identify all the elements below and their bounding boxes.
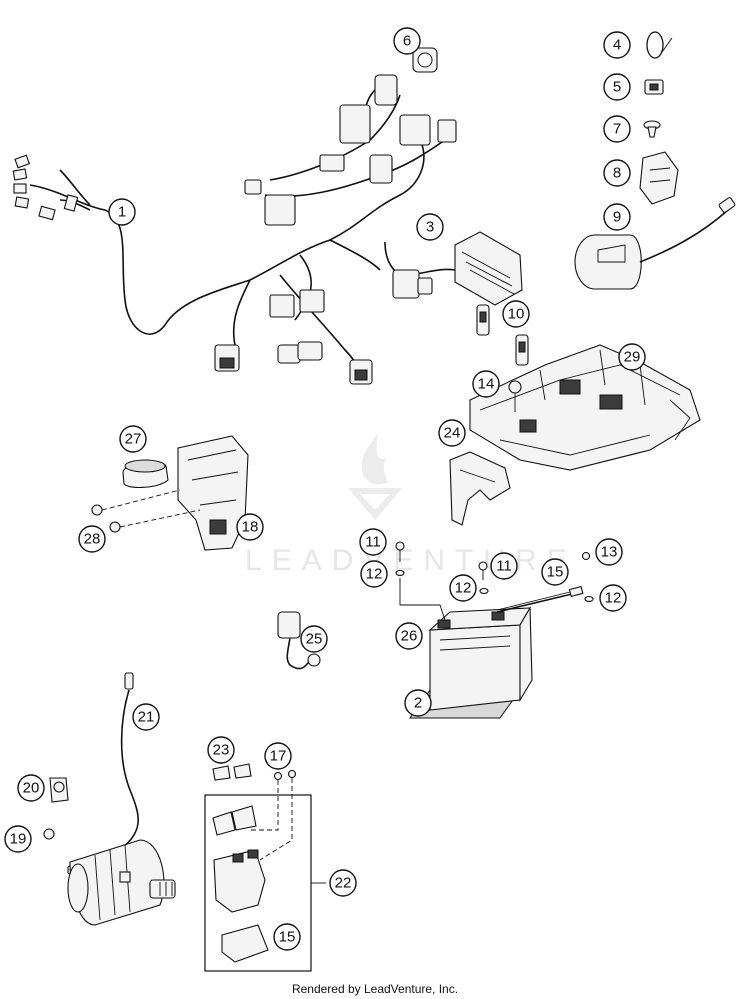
battery-tray (469, 344, 701, 471)
nut-19 (43, 828, 55, 840)
callout-15: 15 (273, 923, 301, 951)
svg-text:1: 1 (118, 204, 126, 221)
svg-text:24: 24 (444, 425, 461, 442)
svg-text:29: 29 (624, 349, 641, 366)
svg-text:10: 10 (508, 306, 525, 323)
callout-6: 6 (393, 27, 421, 55)
expanding-rivet (643, 120, 661, 138)
fuse-inserts (212, 763, 252, 781)
footer-credit: Rendered by LeadVenture, Inc. (291, 982, 459, 996)
svg-text:3: 3 (426, 219, 434, 236)
svg-text:11: 11 (365, 534, 381, 551)
svg-text:23: 23 (213, 742, 230, 759)
callout-25: 25 (300, 625, 328, 653)
callout-12c: 12 (599, 584, 627, 612)
callout-2: 2 (404, 689, 432, 717)
cable-tie (646, 31, 673, 59)
svg-text:27: 27 (125, 431, 142, 448)
svg-text:18: 18 (242, 519, 259, 536)
connector-6 (412, 47, 438, 73)
screws-17 (250, 769, 297, 861)
svg-text:8: 8 (613, 165, 621, 182)
callout-14: 14 (472, 370, 500, 398)
svg-text:5: 5 (613, 79, 621, 96)
screws-28 (91, 489, 201, 533)
callout-9: 9 (603, 203, 631, 231)
svg-text:19: 19 (10, 831, 27, 848)
svg-text:13: 13 (601, 544, 618, 561)
callout-11b: 11 (490, 552, 518, 580)
watermark-text: LEADVENTURE (245, 544, 577, 577)
sensor-25 (277, 611, 321, 670)
battery-bracket (449, 451, 511, 526)
callout-13: 13 (595, 538, 623, 566)
callout-5: 5 (603, 73, 631, 101)
callout-26: 26 (395, 622, 423, 650)
callout-28: 28 (78, 525, 106, 553)
callout-29: 29 (618, 343, 646, 371)
nut-20 (49, 777, 69, 803)
wiring-harness (12, 74, 457, 385)
fuse-box (122, 459, 169, 489)
callout-22: 22 (329, 869, 357, 897)
callout-20: 20 (17, 774, 45, 802)
svg-text:12: 12 (455, 580, 472, 597)
svg-text:15: 15 (279, 929, 296, 946)
starter-motor (67, 839, 176, 926)
callout-7: 7 (603, 115, 631, 143)
connector-cover (639, 151, 679, 205)
svg-text:25: 25 (306, 631, 323, 648)
callout-1: 1 (108, 198, 136, 226)
callout-23: 23 (207, 736, 235, 764)
callout-17: 17 (264, 742, 292, 770)
svg-text:28: 28 (84, 531, 101, 548)
callout-3: 3 (416, 213, 444, 241)
svg-text:22: 22 (335, 875, 352, 892)
callout-21: 21 (132, 703, 160, 731)
horn-unit (574, 197, 736, 290)
svg-text:15: 15 (547, 564, 564, 581)
callout-11a: 11 (359, 528, 387, 556)
svg-text:21: 21 (138, 709, 155, 726)
svg-text:7: 7 (613, 121, 621, 138)
callout-18: 18 (236, 513, 264, 541)
svg-text:17: 17 (270, 748, 287, 765)
callout-24: 24 (438, 419, 466, 447)
battery-hardware (395, 541, 594, 621)
svg-text:4: 4 (613, 37, 621, 54)
callout-27: 27 (119, 425, 147, 453)
battery (409, 606, 533, 719)
voltage-regulator (384, 231, 523, 306)
svg-text:26: 26 (401, 628, 418, 645)
callout-8: 8 (603, 159, 631, 187)
callout-4: 4 (603, 31, 631, 59)
callout-16: 15 (541, 558, 569, 586)
starter-relay-group (204, 794, 326, 972)
callout-10: 10 (502, 300, 530, 328)
svg-text:2: 2 (414, 695, 422, 712)
clip (644, 79, 664, 95)
svg-text:9: 9 (613, 209, 621, 226)
svg-text:12: 12 (605, 590, 622, 607)
svg-text:6: 6 (403, 33, 411, 50)
callout-12b: 12 (449, 574, 477, 602)
holder-bracket (177, 435, 249, 551)
svg-text:11: 11 (496, 558, 512, 575)
callout-19: 19 (4, 825, 32, 853)
screw-14 (508, 380, 522, 412)
callout-12a: 12 (360, 560, 388, 588)
fuse-connectors (476, 304, 529, 366)
svg-text:14: 14 (478, 376, 495, 393)
svg-text:12: 12 (366, 566, 383, 583)
svg-text:20: 20 (23, 780, 40, 797)
